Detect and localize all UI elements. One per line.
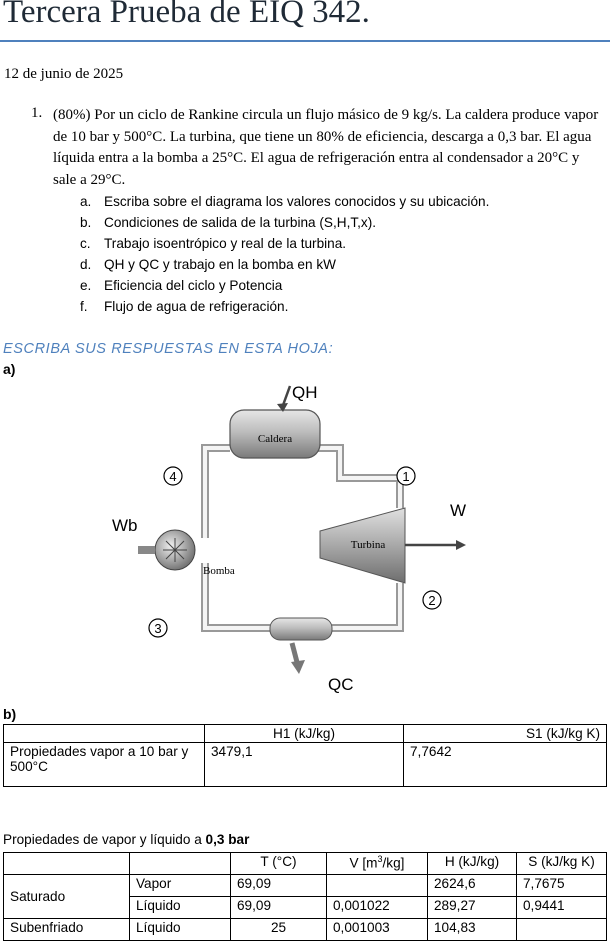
pump-label: Bomba bbox=[203, 565, 235, 577]
h1-header: H1 (kJ/kg) bbox=[204, 724, 404, 743]
saturado-label: Saturado bbox=[3, 874, 130, 919]
sub-item-letter: d. bbox=[80, 257, 92, 272]
point-1-marker bbox=[396, 466, 416, 486]
col-header-s: S (kJ/kg K) bbox=[516, 852, 607, 875]
section-label-a: a) bbox=[3, 361, 16, 377]
sub-item-text: Eficiencia del ciclo y Potencia bbox=[104, 278, 283, 293]
qc-label: QC bbox=[328, 675, 354, 694]
v-cell: 0,001022 bbox=[326, 896, 428, 919]
answer-prompt: ESCRIBA SUS RESPUESTAS EN ESTA HOJA: bbox=[3, 341, 334, 357]
sub-item-letter: c. bbox=[80, 236, 91, 251]
subenfriado-label: Subenfriado bbox=[3, 918, 130, 941]
sub-item-letter: f. bbox=[80, 299, 88, 314]
s-cell: 7,7675 bbox=[516, 874, 607, 897]
boiler bbox=[229, 409, 321, 459]
sub-item-letter: a. bbox=[80, 194, 92, 209]
sub-item-c: c. Trabajo isoentrópico y real de la turb… bbox=[80, 236, 346, 251]
point-3-marker bbox=[148, 618, 168, 638]
s1-header: S1 (kJ/kg K) bbox=[403, 724, 607, 743]
row-label: Propiedades vapor a 10 bar y 500°C bbox=[3, 742, 205, 787]
point-4-label: 4 bbox=[169, 469, 176, 484]
sub-item-text: Trabajo isoentrópico y real de la turbin… bbox=[104, 236, 347, 251]
sub-item-text: QH y QC y trabajo en la bomba en kW bbox=[104, 257, 336, 272]
caption-prefix: Propiedades de vapor y líquido a bbox=[3, 832, 206, 847]
turbine bbox=[319, 507, 406, 584]
point-4-marker bbox=[163, 466, 183, 486]
point-3-label: 3 bbox=[154, 621, 161, 636]
sub-item-a: a. Escriba sobre el diagrama los valores … bbox=[80, 194, 489, 209]
pipe-4 bbox=[201, 444, 230, 538]
sub-item-d: d. QH y QC y trabajo en la bomba en kW bbox=[80, 257, 336, 272]
steam-properties-table: H1 (kJ/kg) S1 (kJ/kg K) Propiedades vapo… bbox=[3, 724, 607, 787]
sub-item-f: f. Flujo de agua de refrigeración. bbox=[80, 299, 288, 314]
sub-item-b: b. Condiciones de salida de la turbina (S… bbox=[80, 215, 376, 230]
t-cell: 25 bbox=[230, 918, 327, 941]
condenser bbox=[269, 617, 333, 641]
table2-caption: Propiedades de vapor y líquido a 0,3 bar bbox=[3, 832, 249, 847]
saturation-properties-table: T (°C) V [m3/kg] H (kJ/kg) S (kJ/kg K) S… bbox=[3, 852, 607, 941]
v-cell bbox=[326, 874, 428, 897]
s1-value: 7,7642 bbox=[403, 742, 607, 787]
qh-label: QH bbox=[292, 383, 318, 402]
phase-cell: Vapor bbox=[129, 874, 231, 897]
rankine-cycle-diagram: Caldera QH Turbina W Bomba Wb QC 4 1 2 3 bbox=[112, 383, 466, 694]
title-underline bbox=[0, 40, 610, 42]
col-header-v: V [m3/kg] bbox=[326, 852, 428, 875]
boiler-label: Caldera bbox=[258, 433, 292, 445]
page-title: Tercera Prueba de EIQ 342. bbox=[3, 0, 370, 30]
wb-label: Wb bbox=[112, 516, 138, 535]
sub-item-text: Escriba sobre el diagrama los valores co… bbox=[104, 194, 490, 209]
h-cell: 289,27 bbox=[427, 896, 517, 919]
caption-pressure: 0,3 bar bbox=[205, 832, 250, 847]
s-cell bbox=[516, 918, 607, 941]
phase-cell: Líquido bbox=[129, 896, 231, 919]
h-cell: 2624,6 bbox=[427, 874, 517, 897]
s-cell: 0,9441 bbox=[516, 896, 607, 919]
phase-cell: Líquido bbox=[129, 918, 231, 941]
h-cell: 104,83 bbox=[427, 918, 517, 941]
sub-item-letter: b. bbox=[80, 215, 92, 230]
pipe-2 bbox=[332, 583, 404, 632]
sub-item-e: e. Eficiencia del ciclo y Potencia bbox=[80, 278, 282, 293]
col-header-h: H (kJ/kg) bbox=[427, 852, 517, 875]
turbine-label: Turbina bbox=[351, 539, 386, 551]
sub-item-text: Flujo de agua de refrigeración. bbox=[104, 299, 289, 314]
w-label: W bbox=[450, 501, 466, 520]
question-statement: (80%) Por un ciclo de Rankine circula un… bbox=[53, 107, 599, 188]
col-header-t: T (°C) bbox=[230, 852, 327, 875]
h1-value: 3479,1 bbox=[204, 742, 404, 787]
t-cell: 69,09 bbox=[230, 896, 327, 919]
sub-item-letter: e. bbox=[80, 278, 92, 293]
sub-item-text: Condiciones de salida de la turbina (S,H… bbox=[104, 215, 377, 230]
point-2-label: 2 bbox=[428, 593, 435, 608]
question-number: 1. bbox=[31, 105, 43, 121]
point-1-label: 1 bbox=[402, 469, 409, 484]
point-2-marker bbox=[422, 590, 442, 610]
exam-date: 12 de junio de 2025 bbox=[4, 66, 124, 82]
section-label-b: b) bbox=[3, 706, 17, 722]
t-cell: 69,09 bbox=[230, 874, 327, 897]
v-cell: 0,001003 bbox=[326, 918, 428, 941]
